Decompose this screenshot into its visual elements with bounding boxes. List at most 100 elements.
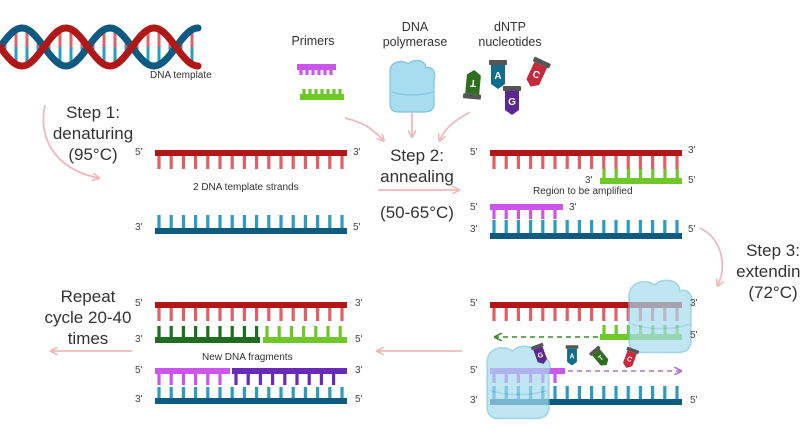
end-label: 3'	[470, 224, 478, 235]
base-tooth	[206, 215, 210, 231]
base-tooth	[194, 387, 198, 401]
base-tooth	[291, 387, 295, 401]
base-tooth	[299, 67, 303, 75]
backbone	[300, 94, 344, 100]
base-tooth	[320, 89, 324, 97]
base-tooth	[242, 305, 246, 321]
base-pair	[102, 47, 106, 65]
base-tooth	[316, 305, 320, 321]
backbone	[490, 150, 682, 156]
base-tooth	[638, 386, 642, 402]
base-tooth	[265, 326, 269, 340]
base-tooth	[316, 387, 320, 401]
polymerase-line	[489, 389, 548, 396]
base-tooth	[267, 153, 271, 169]
end-label: 5'	[353, 222, 361, 233]
base-tooth	[255, 215, 259, 231]
base-tooth	[516, 305, 520, 321]
base-tooth	[541, 305, 545, 321]
end-label: 5'	[355, 394, 363, 405]
backbone	[155, 228, 347, 234]
base-tooth	[553, 220, 557, 236]
end-label: 5'	[470, 147, 478, 158]
base-tooth	[267, 387, 271, 401]
base-tooth	[218, 371, 222, 385]
base-tooth	[267, 305, 271, 321]
base-tooth	[663, 386, 667, 402]
base-tooth	[638, 220, 642, 236]
base-tooth	[326, 326, 330, 340]
base-tooth	[295, 371, 299, 385]
base-tooth	[157, 387, 161, 401]
dna-polymerase-icon	[389, 59, 436, 113]
end-label: 3'	[353, 147, 361, 158]
base-tooth	[169, 371, 173, 385]
base-tooth	[326, 89, 330, 97]
base-tooth	[242, 153, 246, 169]
base-tooth	[319, 371, 323, 385]
base-tooth	[651, 386, 655, 402]
step3-label: Step 3: extending (72°C)	[728, 240, 800, 303]
base-tooth	[651, 153, 655, 169]
nucleotide-letter: C	[626, 356, 633, 364]
nucleotide-body	[465, 70, 481, 95]
base-tooth	[565, 305, 569, 321]
base-tooth	[234, 371, 238, 385]
backbone	[297, 64, 336, 70]
nucleotide-cap	[626, 346, 640, 355]
base-tooth	[516, 220, 520, 236]
base-tooth	[541, 220, 545, 236]
base-tooth	[157, 153, 161, 169]
new-strand-green	[155, 326, 260, 343]
nucleotide-g-icon: G	[503, 86, 521, 115]
nucleotide-cap	[530, 342, 544, 351]
base-tooth	[291, 305, 295, 321]
base-tooth	[230, 215, 234, 231]
base-tooth	[289, 326, 293, 340]
base-tooth	[626, 220, 630, 236]
base-tooth	[651, 220, 655, 236]
end-label: 3'	[135, 222, 143, 233]
base-tooth	[492, 153, 496, 169]
end-label: 5'	[470, 298, 478, 309]
base-tooth	[541, 153, 545, 169]
backbone	[155, 302, 347, 308]
step2-temp: (50-65°C)	[380, 203, 454, 222]
step1-label: Step 1: denaturing (95°C)	[48, 102, 138, 165]
template-strand-top	[155, 150, 347, 169]
base-tooth	[302, 89, 306, 97]
base-pair	[14, 47, 18, 65]
nucleotide-cap	[589, 345, 601, 356]
polymerase-label: DNA polymerase	[375, 20, 455, 50]
nucleotide-body	[567, 348, 577, 366]
primer-forward	[600, 169, 682, 184]
base-tooth	[307, 371, 311, 385]
base-tooth	[181, 305, 185, 321]
base-tooth	[255, 387, 259, 401]
base-tooth	[303, 305, 307, 321]
base-tooth	[279, 153, 283, 169]
base-tooth	[577, 220, 581, 236]
base-tooth	[675, 220, 679, 236]
base-tooth	[271, 371, 275, 385]
base-tooth	[308, 89, 312, 97]
base-tooth	[230, 153, 234, 169]
base-tooth	[663, 220, 667, 236]
template-strand-top	[490, 150, 682, 169]
base-tooth	[157, 215, 161, 231]
end-label: 5'	[135, 365, 143, 376]
base-tooth	[663, 169, 667, 181]
base-tooth	[255, 305, 259, 321]
base-tooth	[492, 207, 496, 219]
template-strand-bottom	[490, 220, 682, 239]
base-tooth	[602, 220, 606, 236]
base-tooth	[218, 153, 222, 169]
base-tooth	[340, 305, 344, 321]
base-tooth	[565, 386, 569, 402]
base-tooth	[602, 325, 606, 337]
polymerase-label-line2: polymerase	[382, 35, 448, 49]
base-pair	[25, 47, 29, 65]
annealed-caption: Region to be amplified	[533, 186, 633, 197]
base-tooth	[577, 305, 581, 321]
backbone	[155, 368, 230, 374]
